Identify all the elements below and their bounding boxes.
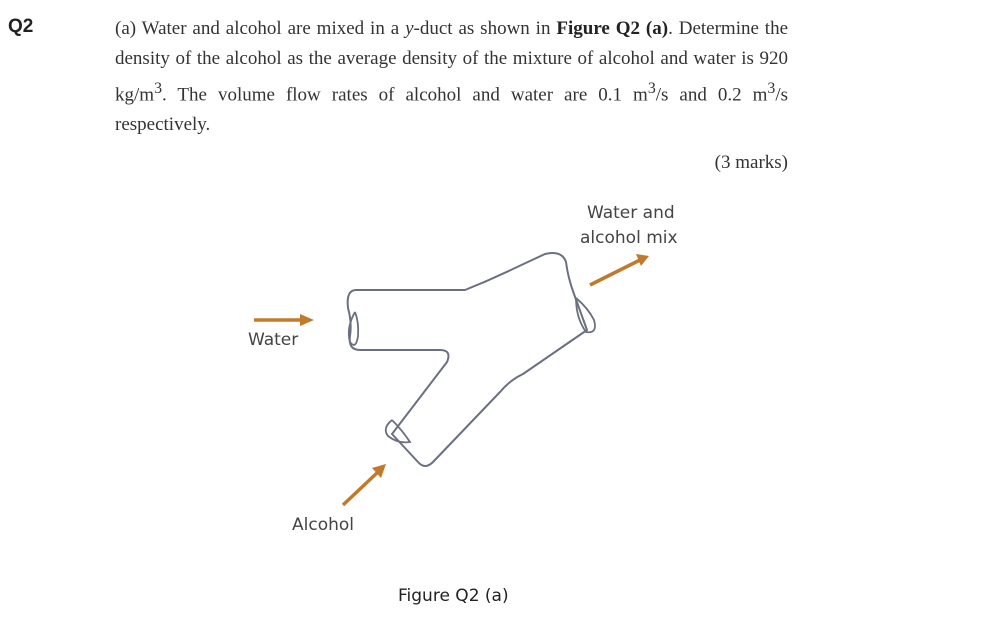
water-inlet-cap [347, 311, 360, 346]
mix-arrow-icon [589, 254, 649, 287]
alcohol-inlet-cap [384, 419, 412, 444]
water-label: Water [248, 330, 298, 350]
figure-caption: Figure Q2 (a) [398, 586, 509, 606]
mix-label-line2: alcohol mix [580, 228, 678, 248]
mix-label-line1: Water and [587, 203, 675, 223]
question-text: (a) Water and alcohol are mixed in a y-d… [115, 18, 789, 136]
y-italic: y [405, 18, 414, 39]
figure-reference: Figure Q2 (a) [556, 18, 669, 39]
marks-label: (3 marks) [714, 152, 788, 173]
question-number: Q2 [8, 16, 34, 37]
alcohol-arrow-icon [341, 464, 386, 507]
outlet-cap [575, 297, 596, 334]
water-arrow-icon [254, 314, 314, 326]
alcohol-label: Alcohol [292, 515, 354, 535]
question-part: (a) [115, 18, 137, 39]
y-duct-outline [346, 252, 588, 467]
